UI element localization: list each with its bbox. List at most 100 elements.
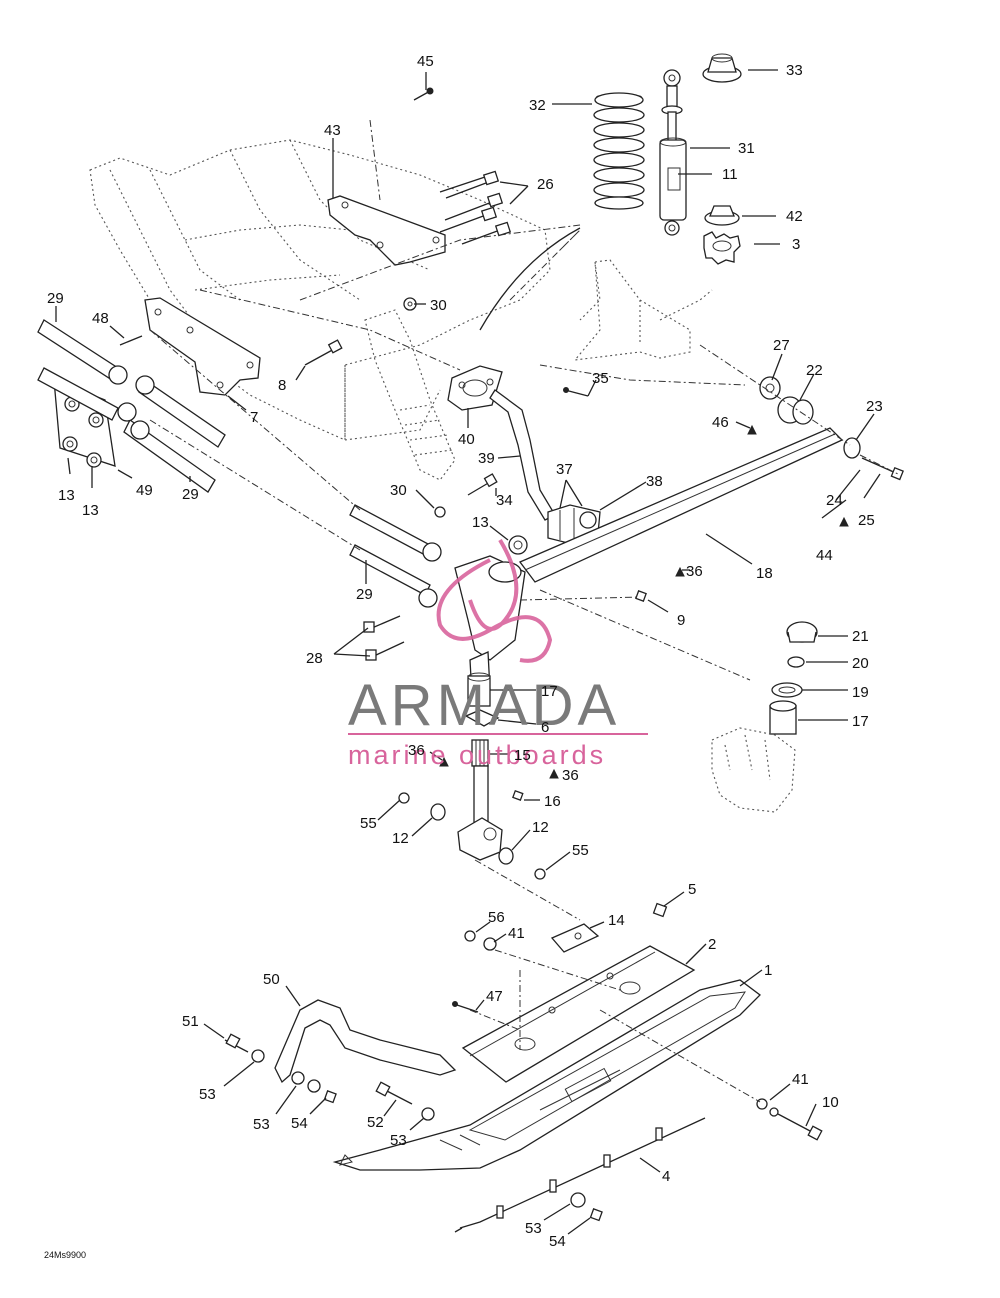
callout-4: 4 <box>662 1168 670 1185</box>
reference-code: 24Ms9900 <box>44 1250 86 1260</box>
callout-3: 3 <box>792 236 800 253</box>
watermark-subtitle: marine outboards <box>348 740 606 770</box>
pointer-arrow <box>479 227 581 331</box>
callout-24: 24 <box>826 492 843 509</box>
callout-55-left: 55 <box>360 815 377 832</box>
callout-51: 51 <box>182 1013 199 1030</box>
plate-14 <box>550 923 600 953</box>
splined-shaft-15 <box>471 739 489 827</box>
callout-32: 32 <box>529 97 546 114</box>
centerline-ski <box>469 859 761 1103</box>
bracket-48-plate <box>119 297 261 396</box>
cap-21 <box>786 621 818 643</box>
callout-21: 21 <box>852 628 869 645</box>
bolts-28 <box>363 615 405 661</box>
nut-9 <box>635 590 647 602</box>
callout-53-d: 53 <box>525 1220 542 1237</box>
callout-53-a: 53 <box>199 1086 216 1103</box>
callout-1: 1 <box>764 962 772 979</box>
callout-18: 18 <box>756 565 773 582</box>
callout-31: 31 <box>738 140 755 157</box>
bolt-8 <box>304 339 343 366</box>
callout-17-spindle: 17 <box>541 683 558 700</box>
callout-54-a: 54 <box>291 1115 308 1132</box>
centerline-top <box>299 119 581 301</box>
washer-19 <box>771 682 803 698</box>
callout-40: 40 <box>458 431 475 448</box>
bolt-34 <box>467 473 498 496</box>
callout-41-upper: 41 <box>508 925 525 942</box>
callout-2: 2 <box>708 936 716 953</box>
rivet-35 <box>563 387 589 397</box>
callout-36-left: 36 <box>408 742 425 759</box>
bushing-17-right <box>769 700 797 735</box>
centerline-spindle <box>519 589 751 681</box>
callout-13-left-top: 13 <box>58 487 75 504</box>
callout-12-right: 12 <box>532 819 549 836</box>
callout-44: 44 <box>816 547 833 564</box>
spindle-assembly <box>454 535 528 697</box>
callout-36-right: 36 <box>562 767 579 784</box>
callout-29-top: 29 <box>47 290 64 307</box>
callout-29-bottom: 29 <box>356 586 373 603</box>
callout-54-b: 54 <box>549 1233 566 1250</box>
housing-dotted <box>711 727 796 813</box>
callout-41-lower: 41 <box>792 1071 809 1088</box>
shock-absorber-31 <box>659 69 687 236</box>
wear-bar-4 <box>454 1117 706 1233</box>
rubber-mount-40 <box>447 365 503 411</box>
callout-39: 39 <box>478 450 495 467</box>
ski-leg <box>457 817 503 861</box>
callout-27: 27 <box>773 337 790 354</box>
callout-7: 7 <box>250 409 258 426</box>
callout-6: 6 <box>541 719 549 736</box>
spring-seat-33 <box>702 53 742 83</box>
callout-50: 50 <box>263 971 280 988</box>
callout-20: 20 <box>852 655 869 672</box>
callout-34: 34 <box>496 492 513 509</box>
nut-washer-56-41 <box>464 930 497 951</box>
shim-6 <box>464 709 500 727</box>
callout-16: 16 <box>544 793 561 810</box>
callout-10: 10 <box>822 1094 839 1111</box>
washer-20 <box>787 656 805 668</box>
centerline-left-1 <box>149 329 361 511</box>
callout-56: 56 <box>488 909 505 926</box>
leader-lines <box>55 69 881 1235</box>
centerline-left-3 <box>199 289 461 371</box>
callout-8: 8 <box>278 377 286 394</box>
bolt-10-washer-41 <box>756 1098 823 1141</box>
rivet-45 <box>413 87 434 101</box>
bracket-43 <box>327 195 446 266</box>
handle-fasteners-51-53-54-52 <box>224 1033 603 1222</box>
callout-13-left-bottom: 13 <box>82 502 99 519</box>
callout-48: 48 <box>92 310 109 327</box>
callout-9: 9 <box>677 612 685 629</box>
bolts-26 <box>439 170 512 245</box>
bushing-17-lower <box>467 672 491 707</box>
callout-37: 37 <box>556 461 573 478</box>
callout-5: 5 <box>688 881 696 898</box>
callout-14: 14 <box>608 912 625 929</box>
callout-42: 42 <box>786 208 803 225</box>
centerline-right <box>539 344 901 476</box>
grease-drops <box>439 424 849 779</box>
spring-seat-42 <box>704 205 740 226</box>
rivet-47 <box>452 1001 479 1013</box>
bushings-12-washers-55 <box>398 789 546 880</box>
armada-watermark: ARMADA marine outboards <box>348 538 648 770</box>
callout-33: 33 <box>786 62 803 79</box>
ski-runner-bracket-2 <box>461 945 696 1083</box>
callout-19: 19 <box>852 684 869 701</box>
callout-49: 49 <box>136 482 153 499</box>
watermark-title: ARMADA <box>348 673 620 738</box>
callout-30-top: 30 <box>430 297 447 314</box>
callout-17-right: 17 <box>852 713 869 730</box>
callout-11: 11 <box>722 166 738 183</box>
callout-30-mid: 30 <box>390 482 407 499</box>
ski-handle-50 <box>274 999 457 1084</box>
callout-15: 15 <box>514 747 531 764</box>
nut-5 <box>652 902 668 918</box>
a-arm-bracket-upper-right <box>573 259 713 361</box>
